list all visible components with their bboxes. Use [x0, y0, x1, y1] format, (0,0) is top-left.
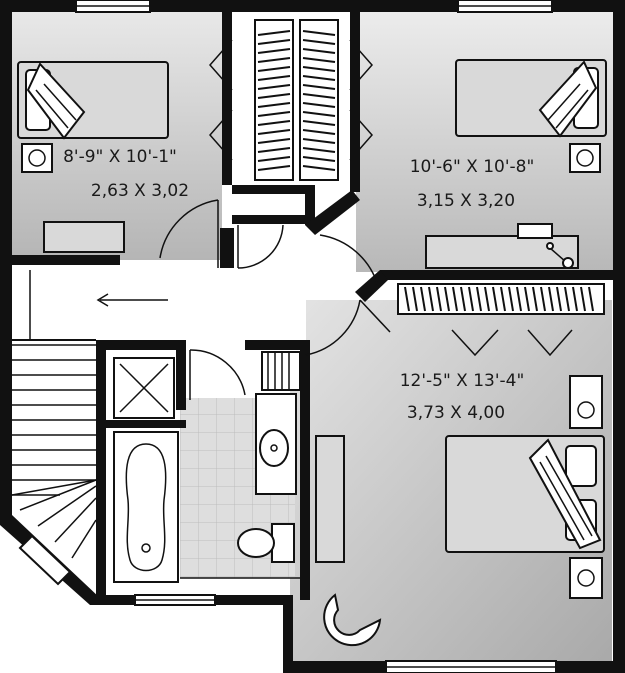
bedroom-left-dim-imperial: 8'-9" X 10'-1" [63, 147, 177, 167]
bedroom-left-furniture [17, 61, 169, 253]
dresser-master [315, 435, 345, 563]
arrow-left-icon [96, 293, 168, 307]
interior-walls [12, 12, 613, 600]
closet [209, 19, 373, 181]
chair-master [323, 593, 382, 647]
bedroom-right-floor [356, 12, 618, 272]
bathtub-icon [113, 431, 179, 583]
windows [18, 0, 557, 673]
master-closet [397, 283, 605, 357]
bedroom-master-furniture [315, 375, 605, 647]
doors [159, 199, 391, 400]
bedroom-right-dim-metric: 3,15 X 3,20 [417, 191, 515, 211]
staircase [11, 270, 168, 559]
toilet-icon [237, 523, 295, 563]
bedroom-master-dim-metric: 3,73 X 4,00 [407, 403, 505, 423]
bedroom-right-furniture [425, 59, 607, 269]
bedroom-master-dim-imperial: 12'-5" X 13'-4" [400, 371, 525, 391]
dimension-labels: 8'-9" X 10'-1" 2,63 X 3,02 10'-6" X 10'-… [63, 147, 534, 423]
bedroom-right-dim-imperial: 10'-6" X 10'-8" [410, 157, 535, 177]
desk-right [425, 235, 579, 269]
sink-icon [259, 429, 289, 467]
bed-master [445, 435, 605, 553]
bedroom-left-dim-metric: 2,63 X 3,02 [91, 181, 189, 201]
bathroom [113, 351, 301, 583]
dresser-left [43, 221, 125, 253]
